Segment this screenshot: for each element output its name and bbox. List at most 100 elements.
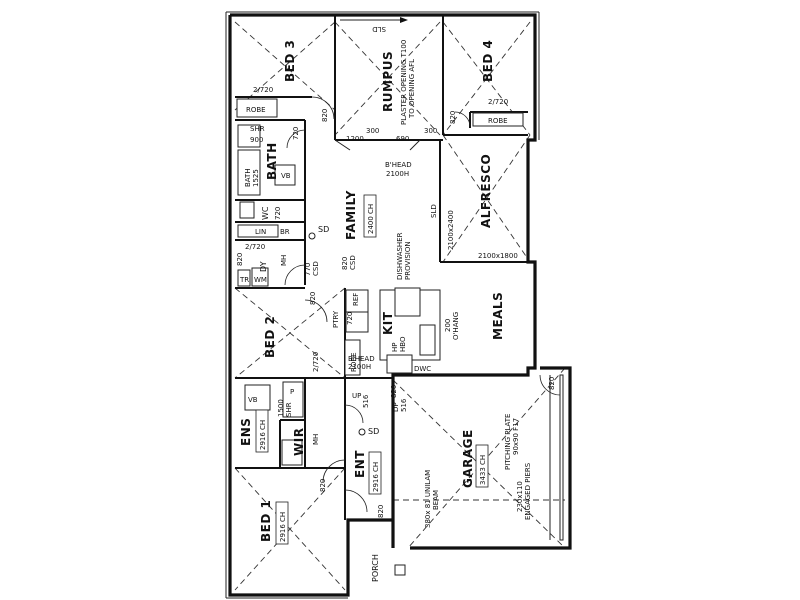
sink	[394, 287, 421, 317]
label-bhead1: B'HEAD	[385, 161, 412, 169]
label-door-bed3: 2/720	[253, 86, 273, 94]
label-bhead2: B'HEAD	[348, 355, 375, 363]
annotations: SLD PLASTER OPENING T100 TO OPENING AFL …	[236, 25, 556, 528]
label-piers-1: 230x110	[516, 481, 524, 512]
fixtures	[236, 98, 524, 576]
label-door-bed2: 2/720	[312, 352, 320, 372]
label-up-2: 516	[362, 394, 370, 408]
label-ens-shr-2: SHR	[285, 402, 293, 417]
label-robe-bed2: ROBE	[350, 352, 358, 372]
label-plaster-2: TO OPENING AFL	[408, 59, 416, 119]
room-label-porch: PORCH	[371, 554, 380, 582]
label-ohang-2: O'HANG	[452, 312, 460, 340]
ceiling-garage: 3433 CH	[479, 455, 487, 485]
bathtub	[237, 149, 261, 196]
label-820-bed1: 820	[377, 505, 385, 518]
label-bath-dim: 1525	[252, 169, 260, 187]
label-820-bed3: 820	[321, 109, 329, 122]
ceiling-heights: 2400 CH 2916 CH 2916 CH 3433 CH 2916 CH	[255, 194, 489, 545]
room-label-bed4: BED 4	[481, 40, 495, 82]
label-690: 690	[396, 135, 409, 143]
label-vb-ens: VB	[248, 396, 258, 404]
label-ldy-tr: TR	[239, 276, 249, 284]
label-ldy-mh: MH	[280, 255, 288, 266]
toilet	[239, 201, 255, 219]
label-wc-dim: 720	[274, 207, 282, 220]
label-pitch-1: PITCHING PLATE	[504, 414, 512, 470]
label-720-ptry: 720	[346, 312, 354, 325]
label-dp-2: 516	[400, 398, 408, 412]
label-wir-mh: MH	[312, 434, 320, 445]
room-label-ent: ENT	[353, 450, 367, 478]
wir-rail	[281, 439, 303, 466]
label-ldy-dy: DY	[259, 261, 268, 272]
label-win-meals: 2100x1800	[478, 252, 518, 260]
label-shr-dim: 900	[250, 136, 263, 144]
fridge-space	[419, 324, 436, 356]
label-hbo: HBO	[399, 336, 407, 352]
label-ens-p: P	[290, 388, 294, 396]
label-shr: SHR	[250, 125, 265, 133]
label-820-garage: 820	[390, 385, 398, 398]
label-piers-2: ENGAGED PIERS	[524, 462, 532, 520]
label-vb-bath: VB	[281, 172, 291, 180]
linen-cupboard	[237, 224, 279, 238]
room-label-bed1: BED 1	[259, 500, 273, 542]
sliding-door-marker	[334, 17, 421, 151]
room-label-bed2: BED 2	[263, 316, 277, 358]
label-820-bed2: 820	[309, 292, 317, 305]
room-label-ens: ENS	[239, 418, 253, 446]
room-diagonals	[234, 21, 566, 591]
label-beam-2: BEAM	[432, 490, 440, 510]
ceiling-bed1: 2916 CH	[279, 512, 287, 542]
room-label-rumpus: RUMPUS	[381, 51, 395, 112]
label-dp-1: DP	[392, 402, 400, 412]
label-hp: HP	[391, 343, 399, 353]
room-label-ptry: PTRY	[332, 310, 340, 328]
label-300b: 300	[424, 127, 437, 135]
label-820-bed4: 820	[449, 111, 457, 124]
robe-bed3	[236, 98, 278, 118]
cooktop	[386, 354, 413, 374]
label-820-ldy: 820	[236, 253, 244, 266]
exterior-walls	[225, 11, 572, 599]
label-br: BR	[280, 228, 290, 236]
label-ref: REF	[352, 293, 360, 306]
label-ens-shr-1: 1500	[277, 399, 285, 417]
label-beam-1: 380x 81 UNILAM	[424, 470, 432, 528]
label-820-porch: 820	[548, 377, 556, 390]
label-robe-bed3: ROBE	[246, 106, 266, 114]
label-csd-770-b: CSD	[312, 261, 320, 276]
washing-machine	[251, 267, 269, 287]
basin-bath	[274, 164, 296, 186]
label-dishwasher-1: DISHWASHER	[396, 232, 404, 280]
trough	[237, 269, 251, 287]
label-robe-bed4: ROBE	[488, 117, 508, 125]
label-720-bath: 720	[292, 127, 300, 140]
room-label-lin: LIN	[255, 228, 266, 236]
label-dwc: DWC	[414, 365, 431, 373]
room-label-meals: MEALS	[491, 292, 505, 340]
label-pitch-2: 90x90 F17	[512, 418, 520, 455]
door-swings	[284, 96, 561, 513]
room-label-bed3: BED 3	[283, 40, 297, 82]
label-csd-820: 820	[341, 257, 349, 270]
label-door-bed4: 2/720	[488, 98, 508, 106]
label-sd-family: SD	[318, 225, 329, 234]
pantry	[345, 311, 369, 333]
shower-ens	[282, 381, 304, 418]
label-plaster-1: PLASTER OPENING T100	[400, 40, 408, 125]
label-dishwasher-2: PROVISION	[404, 241, 412, 280]
label-1200: 1200	[346, 135, 364, 143]
label-ohang-1: 200	[444, 319, 452, 332]
room-label-garage: GARAGE	[461, 429, 475, 488]
label-sld-top: SLD	[372, 25, 386, 33]
bed2-robe	[344, 339, 361, 376]
robe-bed4	[472, 112, 524, 127]
room-label-wir: WIR	[292, 428, 306, 456]
room-label-wc: WC	[261, 206, 270, 220]
room-label-family: FAMILY	[344, 190, 358, 240]
interior-walls	[235, 15, 528, 520]
shower-bath	[237, 124, 261, 148]
room-labels: BED 3 BED 4 RUMPUS BATH FAMILY ALFRESCO …	[239, 40, 505, 582]
